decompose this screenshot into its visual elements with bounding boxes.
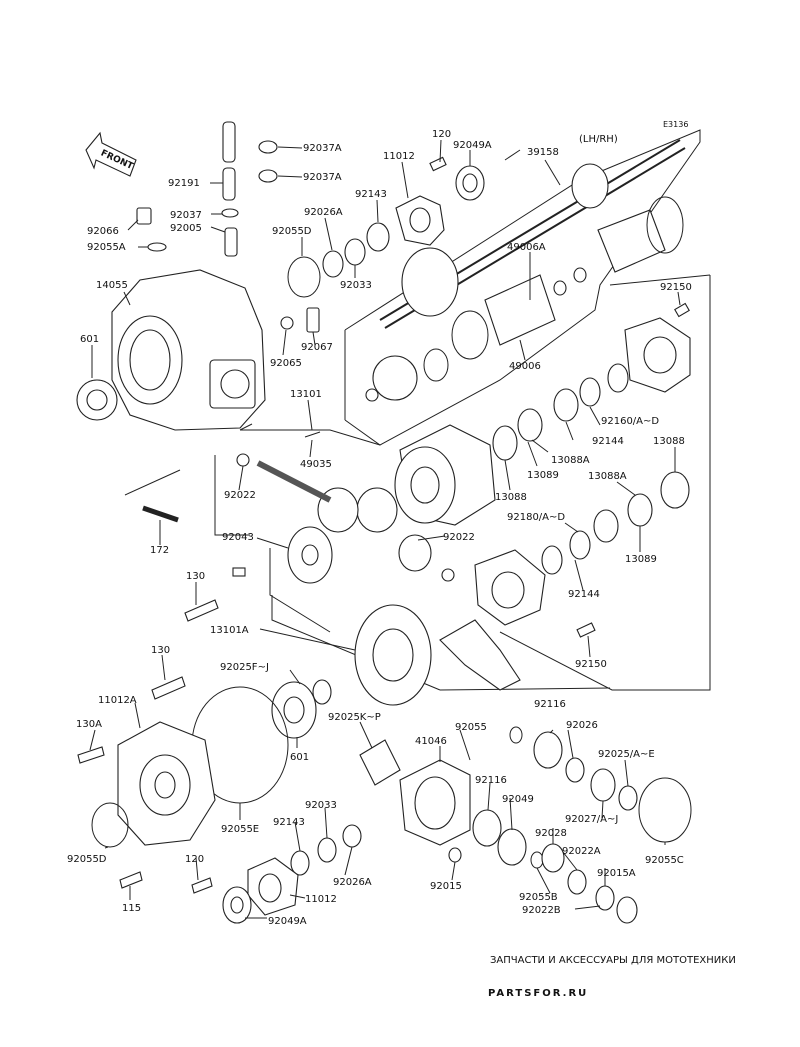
part-label: 92065 [270, 358, 302, 369]
part-label: 92143 [355, 189, 387, 200]
front-arrow-icon: FRONT [85, 131, 137, 177]
part-label: 11012A [98, 695, 137, 706]
part-label: 13101 [290, 389, 322, 400]
part-label: 92033 [305, 800, 337, 811]
part-label: 13088 [653, 436, 685, 447]
watermark: ЗАПЧАСТИ И АКСЕССУАРЫ ДЛЯ МОТОТЕХНИКИ PA… [488, 955, 736, 999]
axle-shaft-part [365, 139, 686, 402]
part-label: 92150 [575, 659, 607, 670]
part-label: 92180/A~D [507, 512, 565, 523]
part-label: 39158 [527, 147, 559, 158]
part-label: 92026A [304, 207, 343, 218]
part-label: 130A [76, 719, 102, 730]
part-label: 172 [150, 545, 169, 556]
part-label: 92116 [534, 699, 566, 710]
part-label: 92005 [170, 223, 202, 234]
part-label: 92025F~J [220, 662, 269, 673]
part-label: 120 [185, 854, 204, 865]
part-label: 92033 [340, 280, 372, 291]
part-label: 115 [122, 903, 141, 914]
part-label: 92025K~P [328, 712, 381, 723]
part-label: 92055D [272, 226, 312, 237]
part-label: 92026A [333, 877, 372, 888]
part-label: 92116 [475, 775, 507, 786]
part-label: 92055B [519, 892, 558, 903]
part-label: 92022A [562, 846, 601, 857]
part-label: 92055D [67, 854, 107, 865]
part-label: 92067 [301, 342, 333, 353]
watermark-tagline: ЗАПЧАСТИ И АКСЕССУАРЫ ДЛЯ МОТОТЕХНИКИ [490, 955, 736, 966]
part-label: 13101A [210, 625, 249, 636]
part-label: 13088A [588, 471, 627, 482]
watermark-brand: PARTSFOR.RU [488, 988, 588, 999]
part-label: 92191 [168, 178, 200, 189]
part-label: 601 [290, 752, 309, 763]
part-label: 92055A [87, 242, 126, 253]
part-label: 92037A [303, 172, 342, 183]
part-label: 92026 [566, 720, 598, 731]
part-label: 92015A [597, 868, 636, 879]
part-label: 92144 [568, 589, 600, 600]
part-label: 92049A [268, 916, 307, 927]
leader-lines [89, 139, 681, 919]
part-label: 92043 [222, 532, 254, 543]
part-label: 92055C [645, 855, 684, 866]
lh-rh-label: (LH/RH) [579, 134, 618, 145]
part-label: 49006A [507, 242, 546, 253]
parts [76, 121, 692, 924]
part-label: 92055 [455, 722, 487, 733]
part-labels: 92191 92037A 92037A 120 11012 92049A 391… [67, 129, 692, 927]
part-label: 11012 [383, 151, 415, 162]
part-label: 14055 [96, 280, 128, 291]
part-label: 130 [186, 571, 205, 582]
breather-tube-part [222, 121, 236, 163]
part-label: 120 [432, 129, 451, 140]
part-label: 92022B [522, 905, 561, 916]
part-label: 92049A [453, 140, 492, 151]
part-label: 41046 [415, 736, 447, 747]
part-label: 92037A [303, 143, 342, 154]
part-label: 92022 [224, 490, 256, 501]
part-label: 92055E [221, 824, 259, 835]
diagram-code: E3136 [663, 120, 688, 129]
part-label: 92022 [443, 532, 475, 543]
part-label: 92015 [430, 881, 462, 892]
part-label: 92144 [592, 436, 624, 447]
part-label: 92160/A~D [601, 416, 659, 427]
part-label: 49035 [300, 459, 332, 470]
part-label: 92025/A~E [598, 749, 655, 760]
part-label: 49006 [509, 361, 541, 372]
part-label: 13088A [551, 455, 590, 466]
part-label: 13089 [527, 470, 559, 481]
part-label: 13088 [495, 492, 527, 503]
part-label: 92049 [502, 794, 534, 805]
part-label: 11012 [305, 894, 337, 905]
part-label: 92037 [170, 210, 202, 221]
part-label: 92143 [273, 817, 305, 828]
part-label: 92027/A~J [565, 814, 618, 825]
frame-lines [124, 129, 711, 691]
part-label: 130 [151, 645, 170, 656]
part-label: 92066 [87, 226, 119, 237]
part-label: 13089 [625, 554, 657, 565]
part-label: 92150 [660, 282, 692, 293]
part-label: 92028 [535, 828, 567, 839]
part-label: 601 [80, 334, 99, 345]
